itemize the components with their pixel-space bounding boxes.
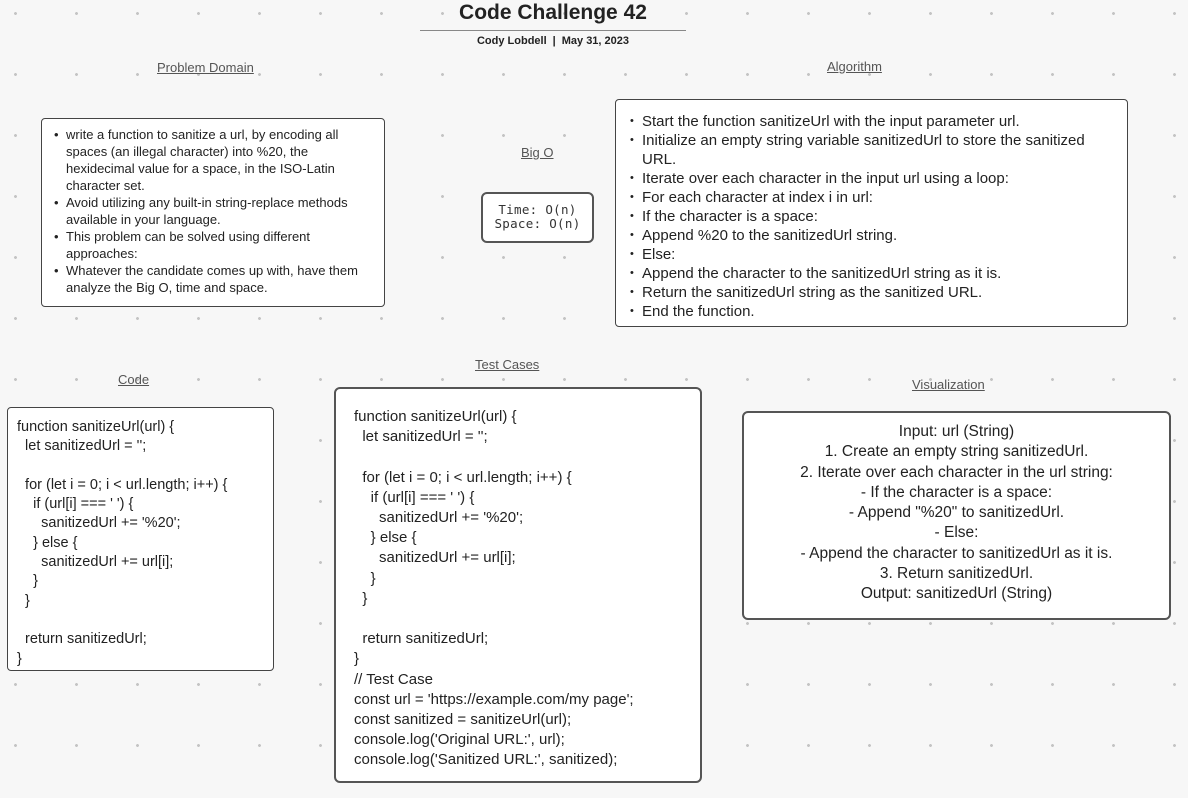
algorithm-step: Start the function sanitizeUrl with the … (630, 112, 1113, 131)
algorithm-card[interactable]: Start the function sanitizeUrl with the … (615, 99, 1128, 327)
big-o-card[interactable]: Time: O(n) Space: O(n) (481, 192, 594, 243)
test-code-line: } (354, 569, 376, 587)
visualization-line: 1. Create an empty string sanitizedUrl. (824, 443, 1089, 461)
test-code-line: for (let i = 0; i < url.length; i++) { (354, 468, 572, 486)
problem-domain-item: Whatever the candidate comes up with, ha… (54, 262, 372, 296)
visualization-heading: Visualization (912, 377, 985, 392)
visualization-line: 3. Return sanitizedUrl. (879, 565, 1034, 583)
test-code-line: function sanitizeUrl(url) { (354, 408, 517, 425)
test-code-line: sanitizedUrl += url[i]; (354, 549, 516, 567)
test-code-line (354, 609, 692, 629)
algorithm-step: Iterate over each character in the input… (630, 169, 1113, 188)
code-line (17, 611, 265, 630)
test-code-line: sanitizedUrl += '%20'; (354, 509, 524, 527)
visualization-line: Output: sanitizedUrl (String) (860, 585, 1053, 603)
code-line: } (17, 592, 30, 609)
byline-separator: | (552, 35, 556, 47)
code-line: if (url[i] === ' ') { (17, 496, 134, 513)
code-line: sanitizedUrl += url[i]; (17, 554, 174, 571)
algorithm-list: Start the function sanitizeUrl with the … (620, 112, 1113, 321)
code-line: function sanitizeUrl(url) { (17, 419, 175, 435)
algorithm-step: Return the sanitizedUrl string as the sa… (630, 283, 1113, 302)
test-code-line: // Test Case (354, 670, 433, 688)
test-code-line: if (url[i] === ' ') { (354, 488, 475, 506)
test-code-line: } (354, 589, 368, 607)
title-divider (420, 30, 686, 31)
code-line: let sanitizedUrl = ''; (17, 438, 147, 455)
test-code-line: return sanitizedUrl; (354, 630, 489, 648)
visualization-line: - If the character is a space: (860, 483, 1053, 501)
code-line: } (17, 573, 38, 590)
algorithm-step: Else: (630, 245, 1113, 264)
test-code-line: const url = 'https://example.com/my page… (354, 690, 634, 708)
problem-domain-item: This problem can be solved using differe… (54, 228, 372, 262)
code-line: return sanitizedUrl; (17, 631, 147, 648)
code-line: } else { (17, 534, 78, 551)
test-code-line: const sanitized = sanitizeUrl(url); (354, 711, 572, 729)
code-line: sanitizedUrl += '%20'; (17, 515, 181, 532)
algorithm-step: Initialize an empty string variable sani… (630, 131, 1113, 169)
visualization-line: - Else: (934, 524, 979, 542)
problem-domain-card[interactable]: write a function to sanitize a url, by e… (41, 118, 385, 307)
test-cases-card[interactable]: function sanitizeUrl(url) { let sanitize… (334, 387, 702, 783)
time-complexity: Time: O(n) (498, 202, 577, 217)
date-label: May 31, 2023 (561, 35, 630, 47)
visualization-line: 2. Iterate over each character in the ur… (800, 463, 1113, 481)
algorithm-step: Append the character to the sanitizedUrl… (630, 264, 1113, 283)
code-line: for (let i = 0; i < url.length; i++) { (17, 476, 228, 493)
problem-domain-list: write a function to sanitize a url, by e… (44, 126, 372, 296)
test-code-line: console.log('Original URL:', url); (354, 731, 565, 749)
visualization-line: - Append the character to sanitizedUrl a… (800, 544, 1113, 562)
algorithm-step: For each character at index i in url: (630, 188, 1113, 207)
board-title: Code Challenge 42 (459, 1, 647, 24)
algorithm-step: End the function. (630, 302, 1113, 321)
visualization-line: Input: url (String) (898, 423, 1015, 440)
test-code-line: } else { (354, 529, 417, 547)
code-line (17, 457, 265, 476)
test-code-line: } (354, 650, 360, 668)
algorithm-step: If the character is a space: (630, 207, 1113, 226)
test-code-line (354, 447, 692, 467)
code-heading: Code (118, 372, 150, 387)
byline: Cody Lobdell | May 31, 2023 (420, 35, 686, 47)
author-name: Cody Lobdell (476, 35, 547, 47)
problem-domain-heading: Problem Domain (157, 60, 254, 75)
visualization-line: - Append "%20" to sanitizedUrl. (848, 504, 1065, 522)
space-complexity: Space: O(n) (494, 216, 581, 231)
visualization-card[interactable]: Input: url (String) 1. Create an empty st… (742, 411, 1171, 620)
problem-domain-item: write a function to sanitize a url, by e… (54, 126, 372, 194)
test-code-line: console.log('Sanitized URL:', sanitized)… (354, 751, 618, 769)
algorithm-heading: Algorithm (827, 59, 882, 74)
algorithm-step: Append %20 to the sanitizedUrl string. (630, 226, 1113, 245)
code-line: } (17, 650, 22, 667)
problem-domain-item: Avoid utilizing any built-in string-repl… (54, 194, 372, 228)
code-card[interactable]: function sanitizeUrl(url) { let sanitize… (7, 407, 274, 671)
test-cases-heading: Test Cases (475, 357, 540, 372)
test-code-line: let sanitizedUrl = ''; (354, 428, 488, 446)
big-o-heading: Big O (521, 145, 554, 160)
